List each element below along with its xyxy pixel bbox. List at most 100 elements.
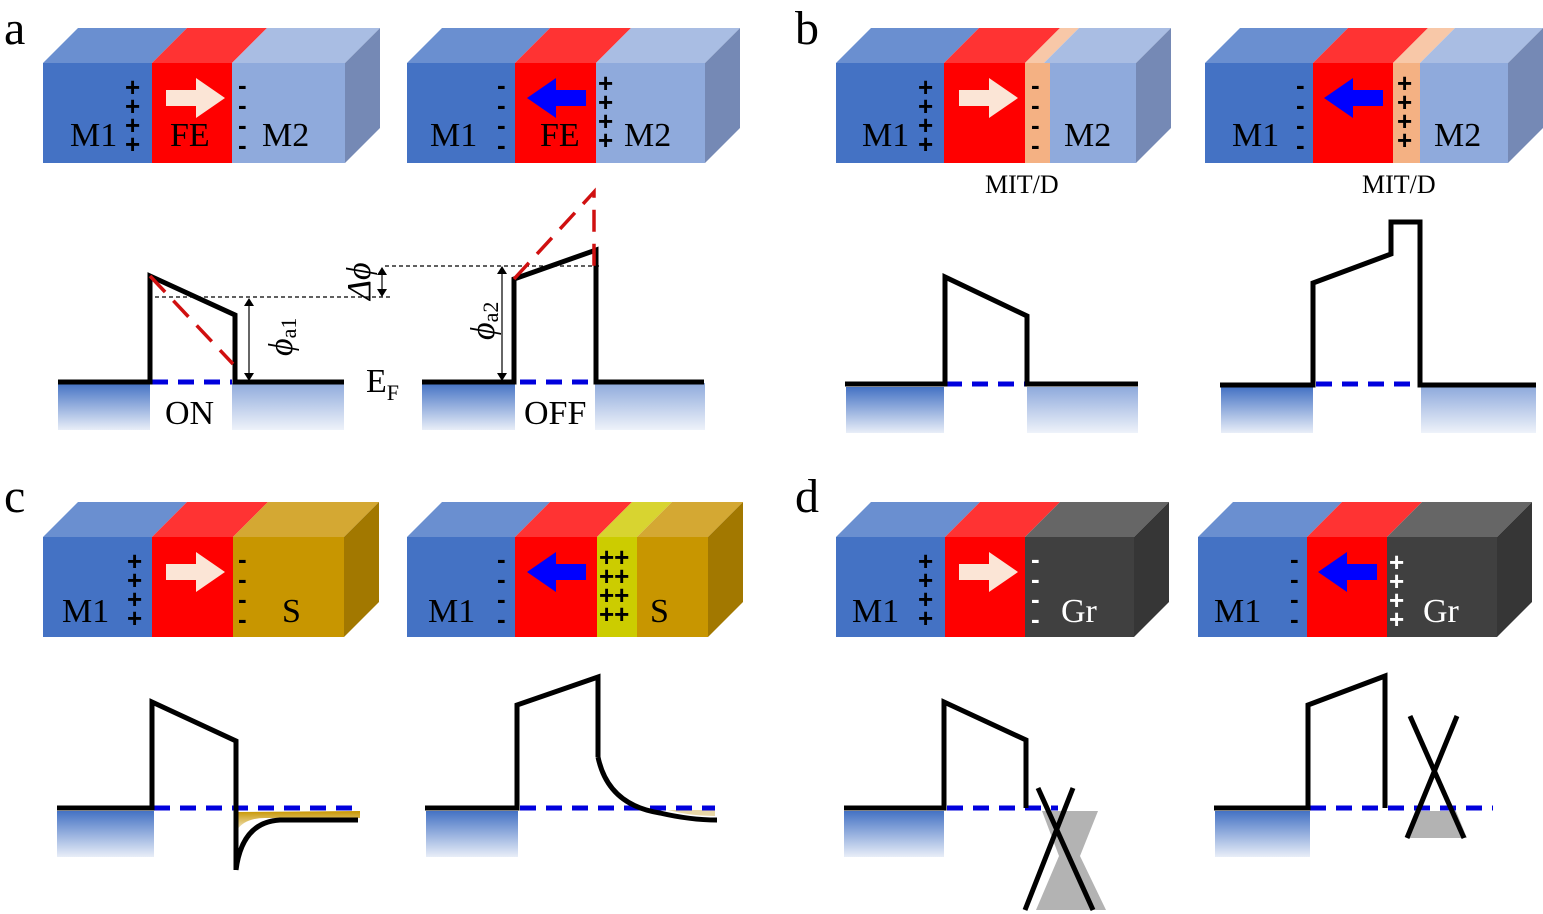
m1-filled-states	[426, 811, 518, 857]
barrier-profile	[422, 246, 704, 385]
polarization-arrow-right-icon	[959, 78, 1018, 118]
s-label: S	[282, 593, 301, 630]
charge: +	[1389, 585, 1404, 615]
phi-symbol: ϕ	[465, 322, 502, 340]
fe-layer	[152, 537, 233, 637]
arrowhead-icon	[497, 373, 507, 381]
dirac-cone-filled-states	[1407, 811, 1467, 838]
m2-side-face	[1508, 28, 1543, 163]
m2-layer	[232, 63, 345, 163]
charge: +	[1397, 87, 1412, 117]
svg-text:ϕa1: ϕa1	[263, 318, 301, 356]
charge: +	[125, 110, 140, 140]
band-diagram-d-off	[1214, 672, 1493, 857]
negative-charges: - - - -	[1031, 544, 1040, 634]
m1-filled-states	[58, 383, 150, 430]
panel-label-c: c	[4, 470, 25, 523]
charge: -	[497, 110, 506, 140]
charge: +	[1389, 547, 1404, 577]
charge: -	[1296, 130, 1305, 160]
charge: +	[598, 68, 613, 98]
s-top-face	[233, 502, 379, 537]
charge: -	[1031, 584, 1040, 614]
charge: -	[1031, 604, 1040, 634]
semiconductor-layer	[637, 537, 708, 637]
mit-label: MIT/D	[985, 170, 1059, 199]
depletion-tail	[668, 810, 715, 816]
mit-layer	[1393, 63, 1420, 163]
device-b-on: M1 M2 MIT/D + + + + - - - -	[836, 28, 1171, 199]
charge: -	[1031, 70, 1040, 100]
charge: +	[1389, 566, 1404, 596]
m1-layer	[836, 63, 944, 163]
svg-text:ϕa2: ϕa2	[465, 302, 503, 340]
charge: -	[238, 584, 247, 614]
fe-top-face	[944, 28, 1060, 63]
charge: -	[497, 130, 506, 160]
m2-top-face	[1044, 28, 1171, 63]
off-state-label: OFF	[524, 395, 586, 432]
semiconductor-band-bending	[233, 817, 358, 871]
gr-top-face	[1387, 502, 1532, 537]
m2-layer	[596, 63, 705, 163]
panel-label-b: b	[795, 2, 819, 55]
m1-label: M1	[862, 117, 909, 154]
charge: -	[1290, 564, 1299, 594]
polarization-arrow-right-icon	[166, 78, 225, 118]
charge: -	[497, 584, 506, 614]
charge: -	[1296, 70, 1305, 100]
charge: ++	[599, 599, 629, 629]
positive-charges: + + + +	[1389, 547, 1404, 634]
charge: +	[918, 72, 933, 102]
m1-label: M1	[428, 593, 475, 630]
barrier-profile	[1214, 672, 1388, 811]
charge: -	[1296, 110, 1305, 140]
device-d-on: M1 Gr + + + + - - - -	[836, 502, 1169, 637]
charge: -	[238, 70, 247, 100]
m1-top-face	[407, 28, 550, 63]
m1-filled-states	[422, 383, 515, 430]
m2-top-face	[232, 28, 380, 63]
m2-filled-states	[1421, 387, 1536, 433]
m1-layer	[836, 537, 945, 637]
charge: -	[1031, 544, 1040, 574]
semiconductor-layer	[233, 537, 344, 637]
charge: +	[127, 603, 142, 633]
m1-top-face	[836, 28, 979, 63]
barrier-profile	[845, 273, 1138, 387]
charge: -	[238, 90, 247, 120]
device-b-off: M1 M2 MIT/D - - - - + + + +	[1205, 28, 1543, 199]
negative-charges: - - - -	[1290, 544, 1299, 634]
charge: -	[1290, 544, 1299, 574]
m1-top-face	[43, 28, 187, 63]
m2-top-face	[596, 28, 740, 63]
mit-top-face	[1025, 28, 1079, 63]
charge: -	[1031, 130, 1040, 160]
m2-layer	[1420, 63, 1508, 163]
s-side-face	[708, 502, 743, 637]
panel-label-d: d	[795, 470, 819, 523]
barrier-profile	[1220, 219, 1536, 388]
charge: +	[918, 546, 933, 576]
charge: -	[1296, 90, 1305, 120]
graphene-layer	[1387, 537, 1497, 637]
fe-layer	[944, 63, 1025, 163]
m2-label: M2	[1434, 117, 1481, 154]
m1-layer	[43, 63, 152, 163]
positive-charges: + + + +	[125, 72, 140, 159]
charge: -	[497, 70, 506, 100]
m1-filled-states	[57, 811, 154, 857]
gr-label: Gr	[1423, 593, 1460, 630]
m1-label: M1	[430, 117, 477, 154]
m2-filled-states	[1027, 387, 1138, 433]
charge: +	[918, 110, 933, 140]
mit-layer	[1025, 63, 1050, 163]
dirac-cone-line	[1022, 787, 1076, 911]
m2-layer	[1050, 63, 1136, 163]
charge: +	[125, 91, 140, 121]
charge: +	[918, 584, 933, 614]
band-diagram-b-on	[845, 273, 1138, 433]
charge: +	[598, 87, 613, 117]
m2-side-face	[345, 28, 380, 163]
